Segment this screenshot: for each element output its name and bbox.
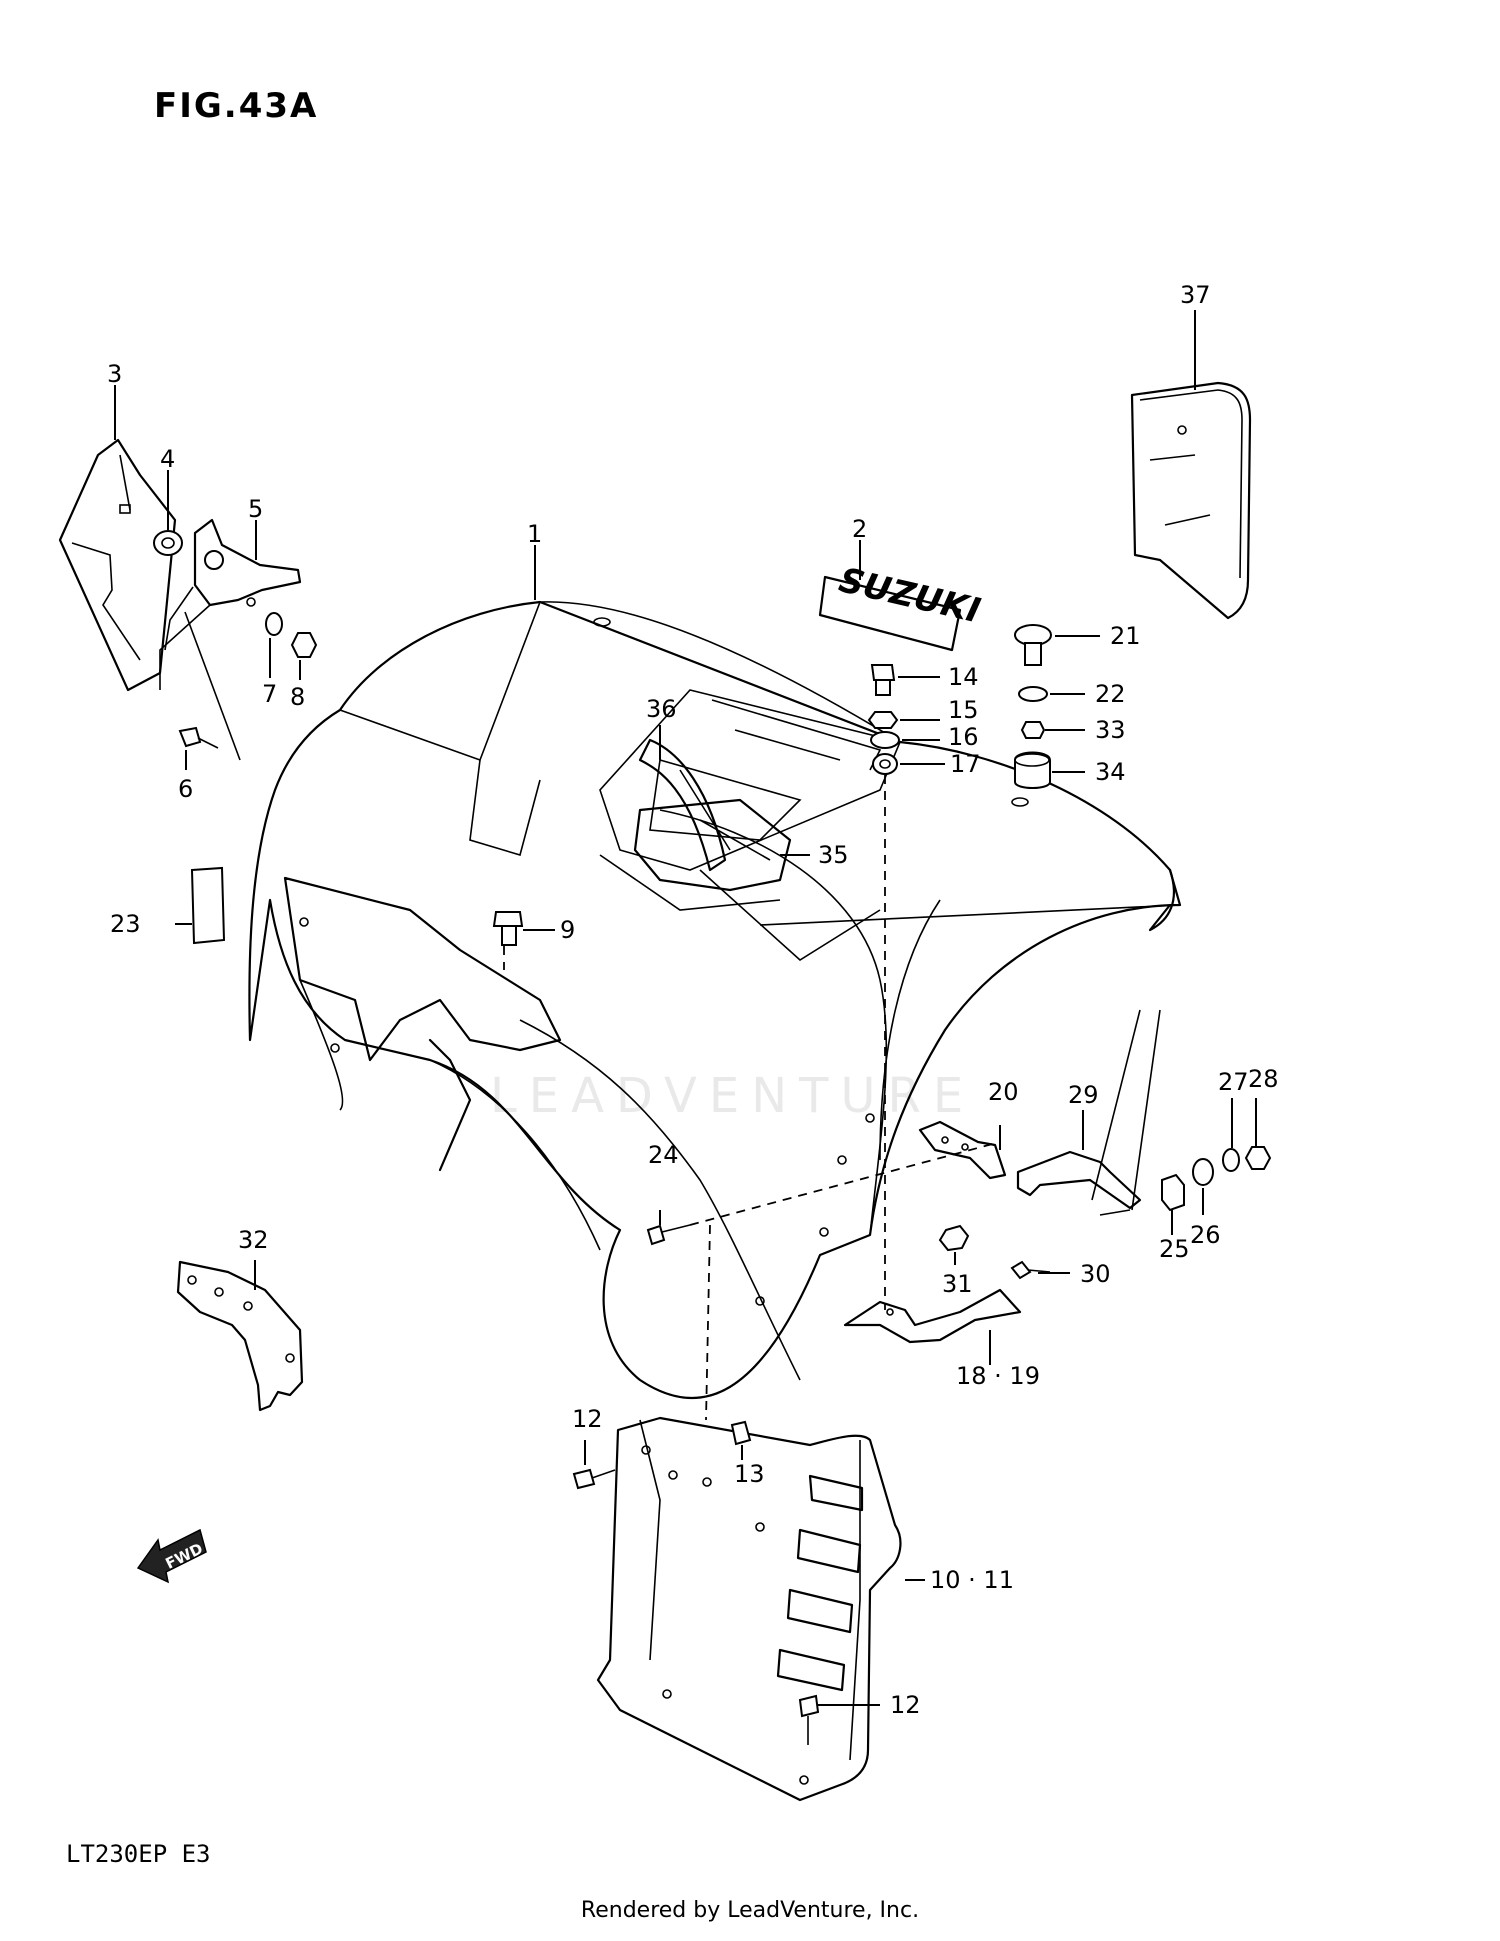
suzuki-emblem: SUZUKI xyxy=(818,560,984,652)
rear-fender xyxy=(248,600,1182,1400)
grommet-4 xyxy=(153,530,183,556)
callout-27: 27 xyxy=(1218,1068,1249,1096)
callout-14: 14 xyxy=(948,663,979,691)
callout-7: 7 xyxy=(262,680,277,708)
bolt-12-lower xyxy=(798,1694,820,1745)
callout-12-lower: 12 xyxy=(890,1691,921,1719)
emblem-text: SUZUKI xyxy=(835,560,984,631)
bolt-6 xyxy=(178,726,219,749)
callout-6: 6 xyxy=(178,775,193,803)
callout-2: 2 xyxy=(852,515,867,543)
carrier-strap-36 xyxy=(638,738,731,872)
callout-17: 17 xyxy=(950,750,981,778)
side-cover xyxy=(58,438,177,692)
grommet-17 xyxy=(872,753,898,775)
bolt-12-upper xyxy=(572,1468,616,1490)
callout-25: 25 xyxy=(1159,1235,1190,1263)
leader-lines xyxy=(114,310,1257,1706)
cushion-34 xyxy=(1014,751,1051,789)
assembly-lines xyxy=(503,775,1001,1421)
clip-13 xyxy=(730,1420,752,1446)
callout-3: 3 xyxy=(107,360,122,388)
mud-flap-37 xyxy=(1130,381,1252,620)
bolt-14 xyxy=(870,664,896,696)
forward-arrow: FWD xyxy=(136,1528,207,1584)
callout-16: 16 xyxy=(948,723,979,751)
cushion-26 xyxy=(1192,1158,1214,1186)
nut-8 xyxy=(290,632,318,658)
callout-37: 37 xyxy=(1180,281,1211,309)
callout-33: 33 xyxy=(1095,716,1126,744)
callout-15: 15 xyxy=(948,696,979,724)
nut-15 xyxy=(867,711,899,729)
bracket-29 xyxy=(1016,1009,1161,1216)
nut-28 xyxy=(1244,1146,1272,1170)
callout-9: 9 xyxy=(560,916,575,944)
model-code: LT230EP E3 xyxy=(66,1840,211,1868)
callout-30: 30 xyxy=(1080,1260,1111,1288)
pad-23 xyxy=(190,866,226,945)
callout-35: 35 xyxy=(818,841,849,869)
collar-25 xyxy=(1161,1173,1185,1212)
stay-32 xyxy=(176,1260,304,1412)
callout-10-11: 10 · 11 xyxy=(930,1566,1014,1594)
callout-20: 20 xyxy=(988,1078,1019,1106)
callout-4: 4 xyxy=(160,445,175,473)
mud-guard-10-11 xyxy=(596,1416,902,1802)
callout-34: 34 xyxy=(1095,758,1126,786)
callout-21: 21 xyxy=(1110,622,1141,650)
bracket-18-19 xyxy=(843,1288,1022,1344)
callout-26: 26 xyxy=(1190,1221,1221,1249)
callout-29: 29 xyxy=(1068,1081,1099,1109)
callouts: 1 2 3 4 5 6 7 8 9 10 · 11 12 13 14 15 16… xyxy=(107,281,1279,1719)
washer-22 xyxy=(1018,686,1048,702)
callout-32: 32 xyxy=(238,1226,269,1254)
side-cover-bracket xyxy=(159,518,302,761)
callout-18-19: 18 · 19 xyxy=(956,1362,1040,1390)
nut-33 xyxy=(1020,721,1046,739)
callout-5: 5 xyxy=(248,495,263,523)
callout-1: 1 xyxy=(527,520,542,548)
callout-12-upper: 12 xyxy=(572,1405,603,1433)
callout-13: 13 xyxy=(734,1460,765,1488)
callout-24: 24 xyxy=(648,1141,679,1169)
callout-36: 36 xyxy=(646,695,677,723)
figure-title: FIG.43A xyxy=(154,86,319,126)
bracket-20 xyxy=(918,1120,1007,1180)
bolt-9 xyxy=(492,911,524,946)
bolt-24 xyxy=(646,1224,691,1246)
washer-16 xyxy=(870,731,900,749)
callout-22: 22 xyxy=(1095,680,1126,708)
callout-23: 23 xyxy=(110,910,141,938)
callout-28: 28 xyxy=(1248,1065,1279,1093)
nut-31 xyxy=(938,1224,970,1252)
washer-7 xyxy=(265,612,283,636)
footer-credit: Rendered by LeadVenture, Inc. xyxy=(580,1898,920,1923)
callout-8: 8 xyxy=(290,683,305,711)
bolt-21 xyxy=(1014,624,1052,666)
callout-31: 31 xyxy=(942,1270,973,1298)
washer-27 xyxy=(1222,1148,1240,1172)
bolt-30 xyxy=(1010,1260,1051,1280)
